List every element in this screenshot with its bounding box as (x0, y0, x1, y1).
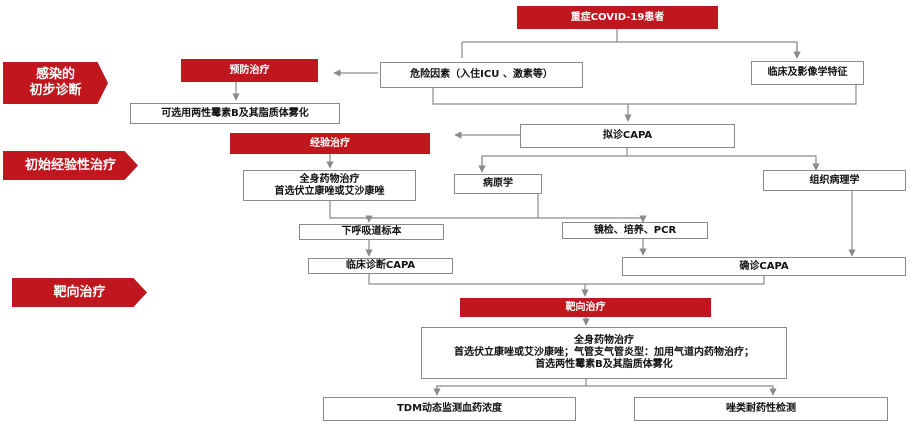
node-etiology: 病原学 (454, 174, 542, 194)
stage-infection-diagnosis: 感染的 初步诊断 (3, 62, 108, 104)
node-azole-resistance: 唑类耐药性检测 (634, 397, 888, 421)
systemic-targeted-line-2: 首选伏立康唑或艾沙康唑；气管支气管炎型：加用气道内药物治疗； (454, 347, 754, 358)
node-histopathology: 组织病理学 (763, 170, 906, 191)
stage-empirical-label: 初始经验性治疗 (24, 157, 116, 173)
node-systemic-empirical: 全身药物治疗 首选伏立康唑或艾沙康唑 (243, 170, 416, 201)
node-root: 重症COVID-19患者 (517, 6, 718, 29)
arrow-systemic-split (436, 379, 773, 395)
arrow-suspected-split (481, 148, 816, 172)
node-targeted-therapy: 靶向治疗 (460, 298, 711, 317)
systemic-empirical-line-2: 首选伏立康唑或艾沙康唑 (274, 185, 385, 197)
node-prevention-option: 可选用两性霉素B及其脂质体雾化 (130, 103, 340, 124)
systemic-targeted-line-3: 首选两性霉素B及其脂质体雾化 (535, 359, 673, 370)
systemic-empirical-line-1: 全身药物治疗 (299, 173, 360, 185)
node-tdm: TDM动态监测血药浓度 (323, 397, 576, 421)
node-prevention: 预防治疗 (181, 59, 318, 82)
node-clinical-features: 临床及影像学特征 (751, 61, 864, 85)
stage-infection-line-1: 感染的 (35, 67, 75, 82)
arrow-systemic-to-lower-resp (329, 201, 644, 222)
stage-targeted-therapy: 靶向治疗 (12, 278, 147, 307)
stage-empirical-therapy: 初始经验性治疗 (3, 151, 138, 180)
node-systemic-targeted: 全身药物治疗 首选伏立康唑或艾沙康唑；气管支气管炎型：加用气道内药物治疗； 首选… (421, 327, 787, 379)
node-microscopy-culture-pcr: 镜检、培养、PCR (562, 222, 708, 239)
systemic-targeted-line-1: 全身药物治疗 (574, 335, 634, 346)
node-suspected-capa: 拟诊CAPA (520, 124, 735, 148)
arrow-merge-to-targeted (368, 274, 765, 296)
stage-infection-line-2: 初步诊断 (29, 83, 82, 98)
arrow-merge-to-suspected (432, 85, 857, 121)
node-empirical-therapy: 经验治疗 (230, 133, 430, 154)
stage-targeted-label: 靶向治疗 (53, 284, 106, 300)
arrow-root-split (461, 29, 797, 58)
node-clinical-capa: 临床诊断CAPA (308, 258, 453, 274)
node-lower-resp-sample: 下呼吸道标本 (299, 224, 444, 240)
node-risk-factors: 危险因素（入住ICU 、激素等） (380, 62, 583, 88)
node-confirmed-capa: 确诊CAPA (622, 257, 906, 276)
